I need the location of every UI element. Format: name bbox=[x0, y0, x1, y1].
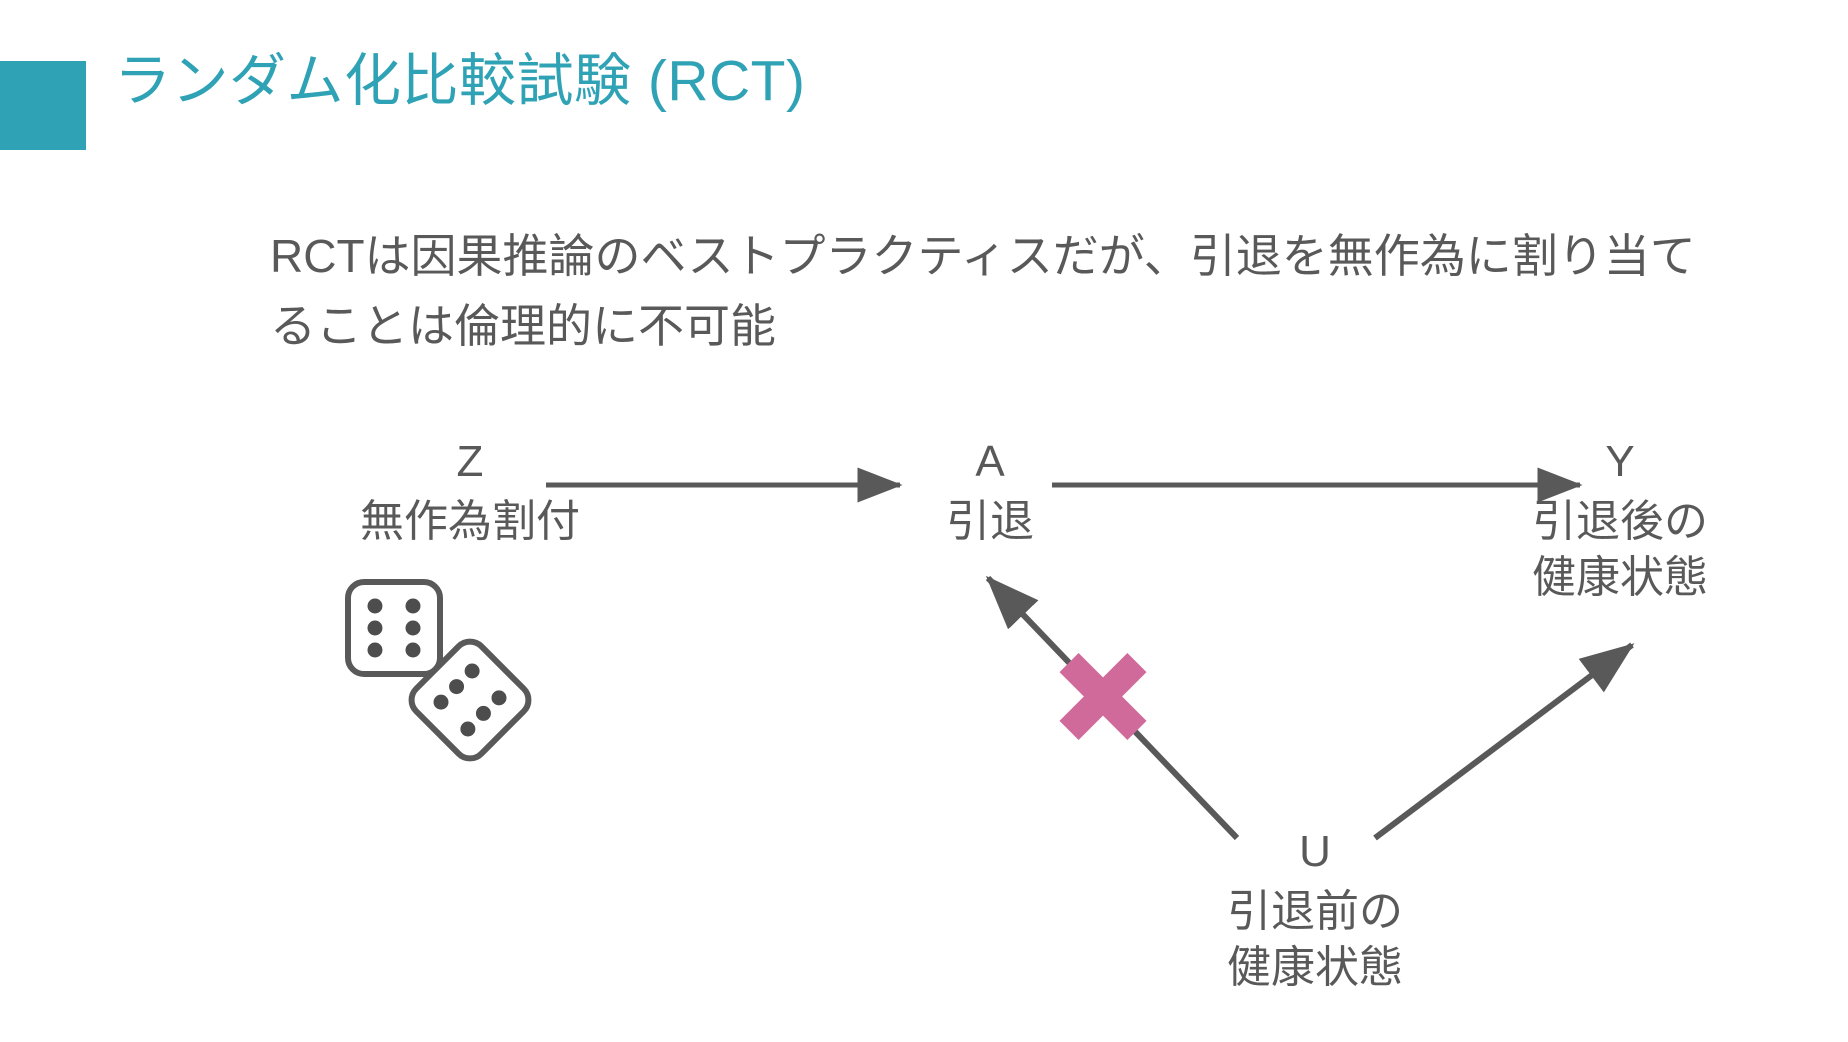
title-accent-block bbox=[0, 61, 86, 150]
page-title: ランダム化比較試験 (RCT) bbox=[114, 49, 806, 113]
body-line-1: RCTは因果推論のベストプラクティスだが、引退を無作為に割り当て bbox=[270, 230, 1696, 282]
body-paragraph: RCTは因果推論のベストプラクティスだが、引退を無作為に割り当て ることは倫理的… bbox=[270, 222, 1770, 362]
diagram-node-z: Z 無作為割付 bbox=[320, 440, 620, 550]
dice-icon bbox=[344, 578, 534, 762]
node-z-label: 無作為割付 bbox=[360, 497, 580, 546]
diagram-node-a: A 引退 bbox=[840, 440, 1140, 550]
node-z-name: Z bbox=[456, 437, 484, 486]
diagram-node-u: U 引退前の 健康状態 bbox=[1165, 830, 1465, 997]
node-y-name: Y bbox=[1605, 437, 1635, 486]
body-line-2: ることは倫理的に不可能 bbox=[270, 299, 776, 352]
node-u-label-line-1: 引退前の bbox=[1227, 887, 1403, 936]
node-y-label-line-2: 健康状態 bbox=[1532, 553, 1708, 603]
node-u-label-line-2: 健康状態 bbox=[1227, 943, 1403, 993]
node-u-name: U bbox=[1299, 827, 1331, 876]
node-a-name: A bbox=[975, 437, 1005, 486]
diagram-node-y: Y 引退後の 健康状態 bbox=[1470, 440, 1770, 607]
edge-u-to-y bbox=[1373, 642, 1635, 841]
node-y-label-line-1: 引退後の bbox=[1532, 497, 1708, 546]
cross-mark-icon bbox=[1055, 648, 1151, 744]
node-a-label: 引退 bbox=[946, 497, 1034, 546]
